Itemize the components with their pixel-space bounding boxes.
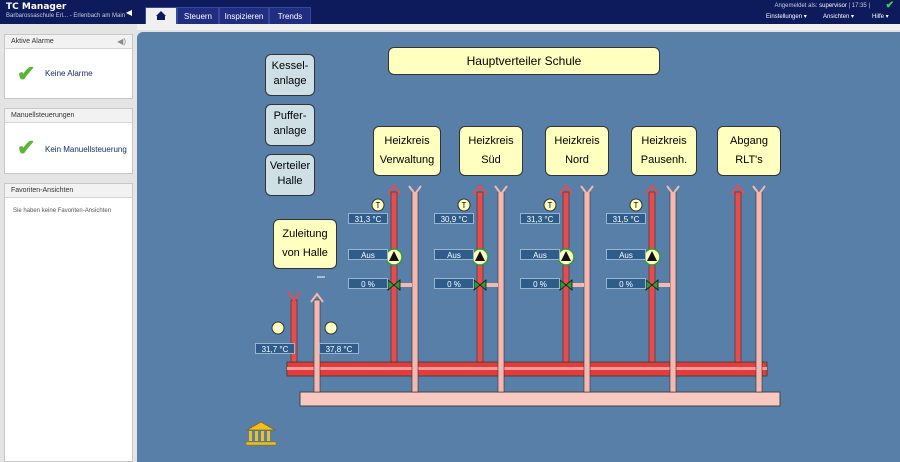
alarms-panel-title: Aktive Alarme ◀) (5, 35, 132, 49)
separator: | (868, 3, 870, 9)
favorites-empty-text: Sie haben keine Favoriten-Ansichten (13, 208, 112, 214)
building-icon[interactable] (245, 421, 277, 446)
diagram-title: Hauptverteiler Schule (388, 47, 660, 75)
circuit-temp: 31,3 °C (520, 213, 560, 224)
plant-diagram: T T T T (137, 32, 900, 462)
tab-trends[interactable]: Trends (269, 7, 311, 24)
menu-einstellungen[interactable]: Einstellungen ▾ (766, 14, 807, 20)
pump-status[interactable]: Aus (520, 249, 560, 260)
pump-status[interactable]: Aus (606, 249, 646, 260)
supply-temp-right: 37,8 °C (319, 343, 359, 354)
back-arrow-icon[interactable]: ◀ (125, 8, 133, 17)
manual-panel: Manuellsteuerungen ✔ Kein Manuellsteueru… (4, 108, 133, 174)
valve-position[interactable]: 0 % (348, 278, 388, 289)
main-area: T T T T (137, 30, 900, 462)
home-icon (156, 11, 166, 20)
sensor-label: T (548, 201, 553, 210)
valve-position[interactable]: 0 % (520, 278, 560, 289)
menu-hilfe[interactable]: Hilfe ▾ (872, 14, 889, 20)
pump-status[interactable]: Aus (434, 249, 474, 260)
menu-ansichten[interactable]: Ansichten ▾ (823, 14, 855, 20)
username: supervisor (819, 3, 847, 9)
sensor-label: T (634, 201, 639, 210)
clock: 17:35 (851, 3, 867, 9)
user-info: Angemeldet als: supervisor | 17:35 | (774, 3, 870, 9)
supply-hall-pipes (287, 291, 324, 393)
check-icon: ✔ (17, 135, 36, 160)
check-icon: ✔ (17, 61, 36, 86)
status-ok-icon: ✔ (885, 0, 894, 11)
alarms-panel: Aktive Alarme ◀) ✔ Keine Alarme (4, 34, 133, 99)
tab-steuern[interactable]: Steuern (177, 7, 219, 24)
nav-kesselanlage[interactable]: Kessel-anlage (265, 54, 315, 96)
logged-in-label: Angemeldet als: (774, 3, 818, 9)
valve-position[interactable]: 0 % (434, 278, 474, 289)
favorites-panel-title: Favoriten-Ansichten (5, 184, 132, 198)
nav-pufferanlage[interactable]: Puffer-anlage (265, 104, 315, 146)
supply-header-highlight (287, 367, 767, 370)
separator: | (848, 3, 851, 9)
circuit-temp: 30,9 °C (434, 213, 474, 224)
sensor-label: T (376, 201, 381, 210)
circuit-temp: 31,5 °C (606, 213, 646, 224)
sidebar: Aktive Alarme ◀) ✔ Keine Alarme Manuells… (0, 24, 137, 462)
manual-status: Kein Manuellsteuerung (45, 145, 127, 154)
tab-home[interactable] (145, 7, 177, 24)
tab-inspizieren[interactable]: Inspizieren (219, 7, 269, 24)
circuit-pipes (387, 184, 766, 393)
speaker-icon[interactable]: ◀) (117, 37, 126, 46)
pipe-schematic: T T T T (245, 184, 781, 446)
temperature-sensor-icons: T T T T (271, 198, 643, 335)
valve-position[interactable]: 0 % (606, 278, 646, 289)
circuit-temp: 31,3 °C (348, 213, 388, 224)
pump-status[interactable]: Aus (348, 249, 388, 260)
app-subtitle: Barbarossaschule Erl... - Erlenbach am M… (6, 13, 126, 19)
favorites-panel: Favoriten-Ansichten Sie haben keine Favo… (4, 183, 133, 462)
sensor-label: T (462, 201, 467, 210)
alarms-status: Keine Alarme (45, 69, 93, 78)
app-title: TC Manager (6, 2, 67, 12)
supply-temp-left: 31,7 °C (255, 343, 295, 354)
manual-panel-title: Manuellsteuerungen (5, 109, 132, 123)
return-header (299, 391, 781, 407)
top-bar: TC Manager Barbarossaschule Erl... - Erl… (0, 0, 900, 24)
